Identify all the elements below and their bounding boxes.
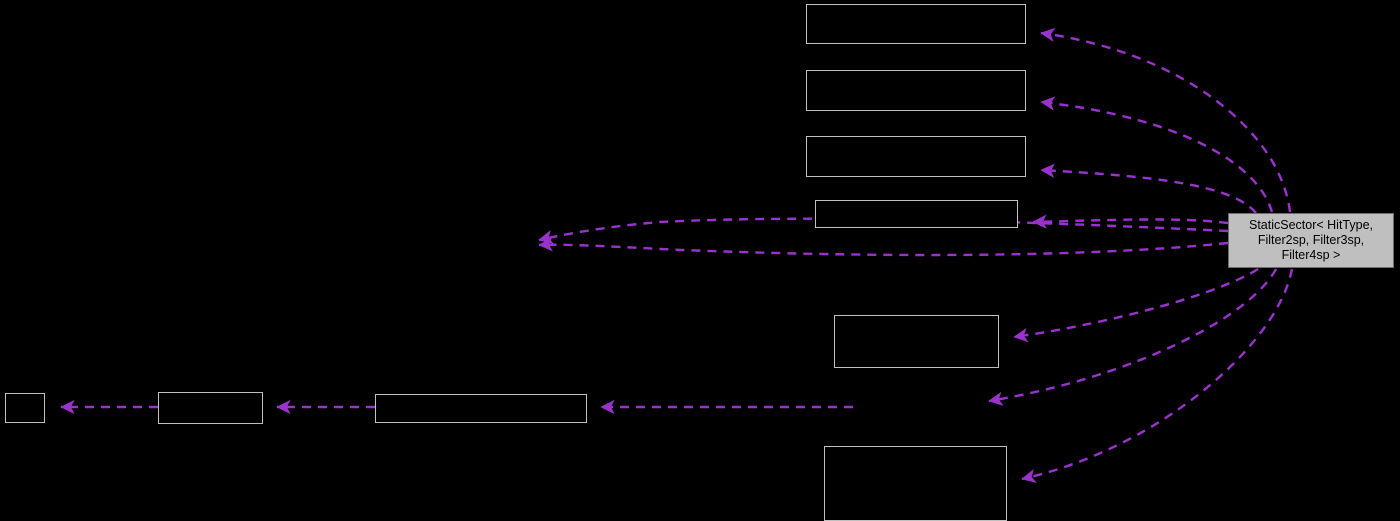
- graph-node-9[interactable]: [824, 446, 1007, 521]
- graph-node-4[interactable]: [815, 200, 1018, 228]
- edge-focus-to-node-5: [1013, 267, 1259, 343]
- edge-focus-to-node-2: [1040, 96, 1274, 213]
- graph-node-7[interactable]: [158, 392, 263, 424]
- edge-focus-to-left-lower: [538, 237, 1229, 257]
- graph-node-6[interactable]: [5, 393, 45, 423]
- edge-focus-to-node-9: [1021, 268, 1294, 484]
- graph-node-8[interactable]: [375, 394, 587, 423]
- focus-node-label: StaticSector< HitType, Filter2sp, Filter…: [1248, 218, 1373, 262]
- graph-node-5[interactable]: [834, 315, 999, 368]
- graph-node-2[interactable]: [806, 70, 1026, 111]
- edge-focus-to-dangling: [988, 268, 1278, 406]
- edge-focus-to-node-4: [1032, 214, 1229, 229]
- graph-node-focus-staticsector[interactable]: StaticSector< HitType, Filter2sp, Filter…: [1228, 213, 1394, 268]
- edge-focus-to-node-3: [1040, 163, 1257, 214]
- graph-node-3[interactable]: [806, 136, 1026, 177]
- graph-node-1[interactable]: [806, 4, 1026, 44]
- edge-focus-to-node-1: [1040, 27, 1292, 213]
